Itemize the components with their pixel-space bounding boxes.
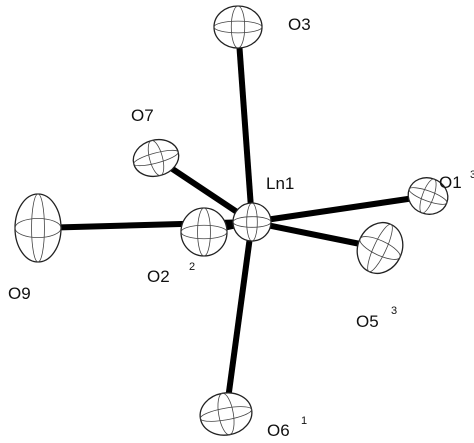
atom-superscript-o6: 1 [301,415,307,427]
ellipsoid-outline-o9 [14,193,62,263]
principal-ellipse-o6-b [217,392,235,436]
atom-label-o5: O5 [356,312,379,331]
principal-ellipse-o2-b [197,207,211,257]
ellipsoid-o3 [213,5,263,49]
principal-ellipse-o9-a [14,218,62,238]
atom-label-o7: O7 [131,106,154,125]
ellipsoid-outline-o2 [180,207,228,257]
ellipsoid-outline-o7 [132,138,180,178]
atom-label-o3: O3 [288,15,311,34]
atom-label-o9: O9 [8,284,31,303]
atoms-layer [14,5,449,436]
atom-label-ln1: Ln1 [266,174,294,193]
bond-ln1-o1 [251,193,429,225]
principal-ellipse-o6-a [199,406,253,422]
ellipsoid-ln1 [232,202,272,242]
principal-ellipse-o1-a [408,187,448,205]
ellipsoid-o2 [180,207,228,257]
atom-label-o1: O1 [439,173,462,192]
principal-ellipse-ln1-a [232,216,272,228]
ellipsoid-o1 [407,177,449,215]
atom-superscript-o1: 3 [470,169,474,181]
ellipsoid-o9 [14,193,62,263]
atom-superscript-o2: 2 [189,261,195,273]
principal-ellipse-o5-a [359,236,401,260]
principal-ellipse-ln1-b [246,202,258,242]
ellipsoid-o6 [199,392,253,436]
bond-ln1-o6 [223,221,255,415]
bond-ln1-o3 [235,26,255,223]
atom-superscript-o5: 3 [391,305,397,317]
principal-ellipse-o9-b [31,193,45,263]
ellipsoid-outline-o3 [213,5,263,49]
atom-label-o6: O6 [267,421,290,440]
ellipsoid-o7 [132,138,180,178]
principal-ellipse-o7-b [147,140,165,176]
atom-label-o2: O2 [147,267,170,286]
ellipsoid-outline-o5 [356,222,404,274]
ellipsoid-o5 [356,222,404,274]
principal-ellipse-o1-b [419,178,437,214]
principal-ellipse-o5-b [367,223,393,273]
principal-ellipse-o7-a [133,149,179,167]
ellipsoid-outline-ln1 [232,202,272,242]
principal-ellipse-o3-a [213,20,263,34]
principal-ellipse-o2-a [180,224,228,240]
principal-ellipse-o3-b [230,5,246,49]
